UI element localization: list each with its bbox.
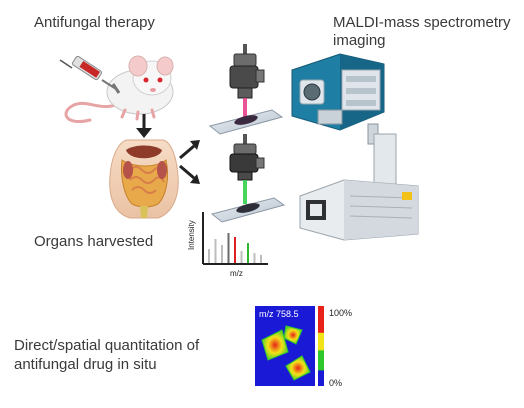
maldi-label-line1: MALDI-mass spectrometry [333, 14, 511, 31]
laser-source-bottom [229, 134, 265, 204]
tissue-hotspot-3 [285, 355, 311, 381]
arrow-down-icon [136, 114, 152, 138]
mass-spectrum-plot: Intensity m/z [187, 212, 268, 278]
mouse-illustration [64, 55, 174, 123]
quantitation-label-line1: Direct/spatial quantitation of [14, 337, 200, 354]
arrow-down-right-icon [179, 164, 200, 184]
syringe-icon [59, 55, 121, 94]
scale-max-label: 100% [329, 308, 352, 318]
scale-min-label: 0% [329, 378, 342, 388]
glass-slide-bottom [210, 197, 286, 223]
ion-image-panel: m/z 758.5 100% 0% [255, 306, 352, 388]
organs-torso-illustration [109, 139, 179, 219]
spectrum-x-label: m/z [230, 269, 243, 278]
tissue-hotspot-2 [283, 325, 303, 345]
glass-slide-top [208, 109, 284, 135]
tissue-hotspot-1 [261, 329, 289, 361]
ion-image-title: m/z 758.5 [259, 309, 299, 319]
laser-source-top [229, 44, 265, 120]
antifungal-therapy-label: Antifungal therapy [34, 14, 155, 31]
quantitation-label-line2: antifungal drug in situ [14, 356, 157, 373]
intensity-color-scale [318, 306, 324, 386]
organs-harvested-label: Organs harvested [34, 233, 154, 250]
mass-spectrometer-instrument [291, 53, 419, 241]
spectrum-y-label: Intensity [187, 220, 196, 250]
maldi-label-line2: imaging [333, 32, 386, 49]
arrow-up-right-icon [179, 140, 200, 160]
